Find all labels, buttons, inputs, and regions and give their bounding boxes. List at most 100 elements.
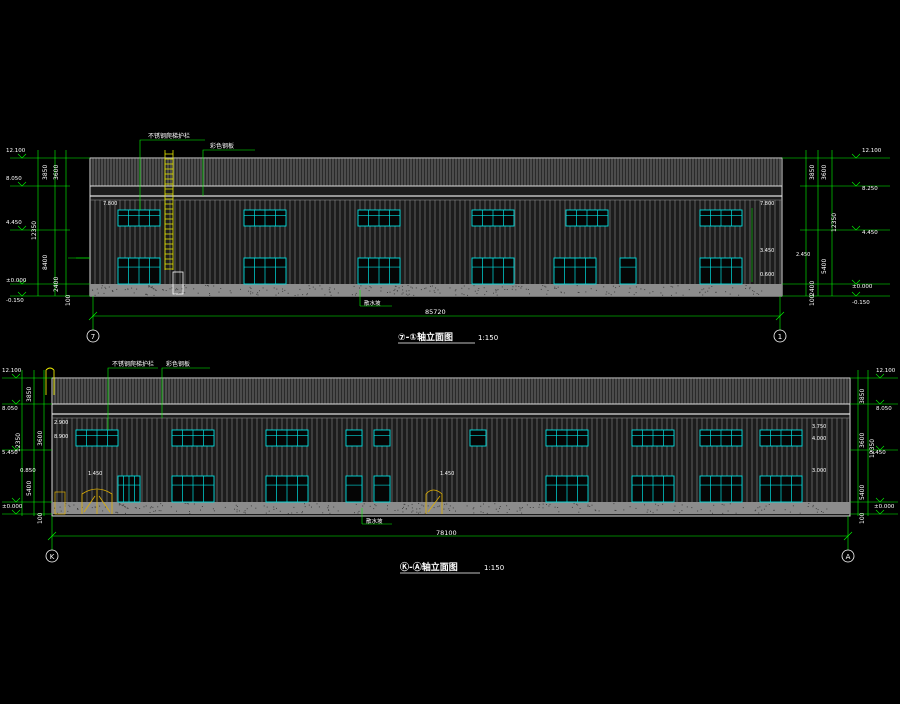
e2-left-level-2: 8.050 bbox=[2, 406, 18, 412]
elevation-2-left-dims bbox=[2, 370, 52, 516]
e1-right-dim-6: 100 bbox=[809, 294, 816, 306]
elevation-2-ladder bbox=[45, 367, 55, 395]
svg-text:3.000: 3.000 bbox=[812, 468, 826, 474]
window bbox=[373, 475, 391, 503]
elevation-1-inner-levels: 7.800 7.800 3.450 2.450 0.600 bbox=[103, 201, 810, 278]
elevation-1-overall-dim bbox=[88, 296, 785, 330]
svg-text:K: K bbox=[50, 553, 55, 561]
e1-right-level-2: 8.250 bbox=[862, 186, 878, 192]
elevation-2-ground-note: 散水坡 bbox=[361, 508, 392, 525]
elevation-2-side-box bbox=[54, 491, 66, 515]
window bbox=[545, 475, 589, 503]
e1-left-dim-1: 3850 bbox=[42, 165, 49, 180]
svg-text:2.900: 2.900 bbox=[54, 420, 68, 426]
window bbox=[631, 475, 675, 503]
e1-left-dim-6: 100 bbox=[65, 294, 72, 306]
svg-text:5400: 5400 bbox=[859, 485, 866, 500]
elevation-2-callouts bbox=[107, 367, 210, 430]
e2-right-level-3: 5.450 bbox=[870, 450, 886, 456]
window bbox=[373, 429, 391, 447]
svg-text:100: 100 bbox=[37, 512, 44, 524]
window bbox=[171, 475, 215, 503]
window bbox=[471, 257, 515, 285]
window bbox=[117, 475, 141, 503]
e1-left-level-5: -0.150 bbox=[6, 298, 24, 304]
elevation-1-title: ⑦-①轴立面图 bbox=[398, 331, 453, 343]
svg-text:1.450: 1.450 bbox=[440, 471, 454, 477]
svg-text:0.600: 0.600 bbox=[760, 272, 774, 278]
svg-text:3600: 3600 bbox=[37, 431, 44, 446]
svg-text:3.750: 3.750 bbox=[812, 424, 826, 430]
e2-left-level-3: 5.450 bbox=[2, 450, 18, 456]
window bbox=[265, 475, 309, 503]
window bbox=[619, 257, 637, 285]
e1-left-dim-2: 3600 bbox=[53, 165, 60, 180]
elevation-2-title: Ⓚ-Ⓐ轴立面图 bbox=[400, 561, 458, 573]
e1-left-level-4: ±0.000 bbox=[6, 278, 27, 284]
svg-text:3850: 3850 bbox=[26, 387, 33, 402]
elevation-1-callout-1: 不锈钢爬梯护栏 bbox=[148, 132, 190, 140]
svg-text:散水坡: 散水坡 bbox=[364, 299, 381, 307]
svg-text:A: A bbox=[846, 553, 851, 561]
svg-text:5400: 5400 bbox=[26, 481, 33, 496]
svg-text:100: 100 bbox=[859, 512, 866, 524]
elevation-1-callouts bbox=[139, 139, 255, 210]
window bbox=[243, 209, 287, 227]
svg-text:3850: 3850 bbox=[859, 389, 866, 404]
svg-text:12350: 12350 bbox=[869, 439, 876, 458]
elevation-2-overall-dim bbox=[47, 516, 853, 550]
elevation-1-callout-2: 彩色钢板 bbox=[210, 142, 234, 150]
elevation-1-scale: 1:150 bbox=[478, 334, 498, 342]
elevation-1-wall bbox=[89, 157, 783, 297]
elevation-2-right-dims bbox=[850, 370, 898, 516]
elevation-1-windows bbox=[117, 209, 743, 285]
svg-text:12350: 12350 bbox=[15, 433, 22, 452]
elevation-1-inner-level-leaders bbox=[76, 208, 753, 282]
elevation-1-door-box bbox=[172, 271, 184, 295]
elevation-2-callout-2: 彩色钢板 bbox=[166, 360, 190, 368]
e1-left-level-3: 4.450 bbox=[6, 220, 22, 226]
elevation-2-right-dim-text: 3850 3600 12350 5400 100 bbox=[859, 389, 876, 524]
e1-left-level-2: 8.050 bbox=[6, 176, 22, 182]
svg-text:7: 7 bbox=[91, 333, 95, 341]
e2-right-level-2: 8.050 bbox=[876, 406, 892, 412]
window bbox=[117, 209, 161, 227]
elevation-1-right-dim-text: 3850 3600 12350 5400 2400 100 bbox=[809, 165, 838, 306]
svg-text:散水坡: 散水坡 bbox=[366, 517, 383, 525]
elevation-1-ground-note: 散水坡 bbox=[359, 290, 392, 307]
elevation-2-total-width: 78100 bbox=[436, 529, 457, 537]
elevation-2-door-left bbox=[81, 488, 113, 514]
window bbox=[471, 209, 515, 227]
window bbox=[357, 257, 401, 285]
window bbox=[345, 475, 363, 503]
window bbox=[75, 429, 119, 447]
window bbox=[117, 257, 161, 285]
window bbox=[469, 429, 487, 447]
window bbox=[171, 429, 215, 447]
e1-right-level-5: -0.150 bbox=[852, 300, 870, 306]
elevation-2-callout-1: 不锈钢爬梯护栏 bbox=[112, 360, 154, 368]
elevation-1-left-level-marks bbox=[17, 153, 27, 297]
elevation-1-total-width: 85720 bbox=[425, 308, 446, 316]
e1-left-dim-3: 12350 bbox=[31, 221, 38, 240]
elevation-2-axis-left: K bbox=[45, 549, 59, 563]
elevation-2-right-level-marks bbox=[875, 373, 885, 515]
e2-left-level-5: ±0.000 bbox=[2, 504, 23, 510]
window bbox=[545, 429, 589, 447]
window bbox=[759, 475, 803, 503]
elevation-1-left-dim-text: 3850 3600 12350 8400 2400 100 bbox=[31, 165, 72, 306]
e2-right-level-4: ±0.000 bbox=[874, 504, 895, 510]
window bbox=[553, 257, 597, 285]
e1-right-dim-2: 3600 bbox=[821, 165, 828, 180]
e1-right-level-1: 12.100 bbox=[862, 148, 882, 154]
window bbox=[265, 429, 309, 447]
elevation-2-scale: 1:150 bbox=[484, 564, 504, 572]
elevation-1-right-dims bbox=[782, 150, 890, 297]
e1-left-dim-4: 8400 bbox=[42, 255, 49, 270]
svg-text:7.800: 7.800 bbox=[103, 201, 117, 207]
elevation-2-axis-right: A bbox=[841, 549, 855, 563]
svg-text:1: 1 bbox=[778, 333, 782, 341]
window bbox=[357, 209, 401, 227]
